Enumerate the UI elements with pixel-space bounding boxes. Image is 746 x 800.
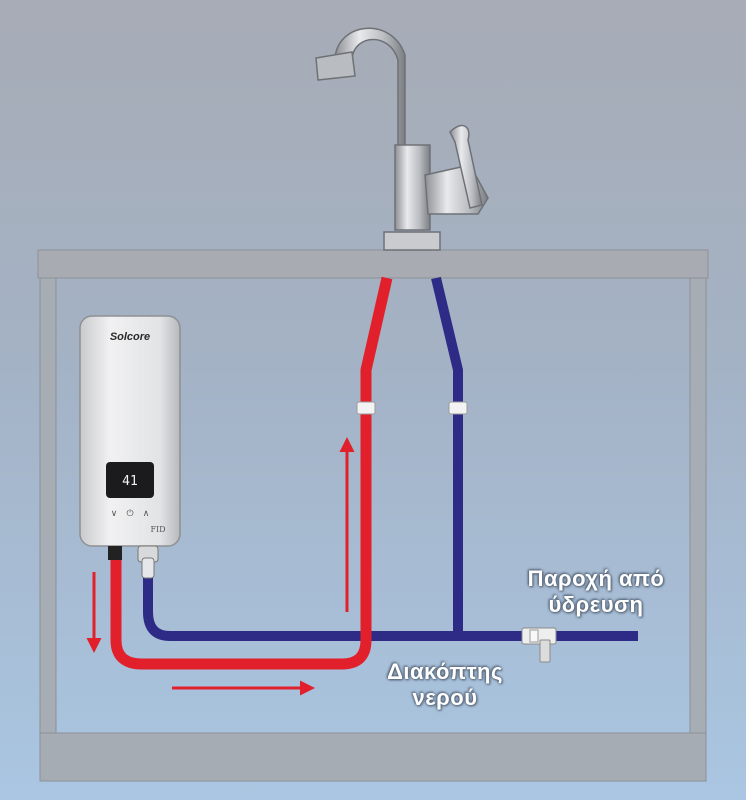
countertop xyxy=(37,249,709,279)
pipe-clamp xyxy=(356,401,376,415)
faucet-icon xyxy=(315,27,489,251)
cold-water-pipe xyxy=(143,276,638,641)
heater-body xyxy=(79,315,181,547)
heater-brand: Solcore xyxy=(110,331,150,343)
heater-button-down: ∨ xyxy=(111,509,118,519)
heater-inlet-fitting xyxy=(137,545,159,579)
heater-button-power: ⏻ xyxy=(126,508,133,519)
water-supply-label: Παροχή από ύδρευση xyxy=(496,566,696,618)
water-supply-label-line2: ύδρευση xyxy=(548,592,644,617)
heater-display-reading: 41 xyxy=(122,474,138,489)
cabinet-right-wall xyxy=(689,277,707,734)
heater-model: FID xyxy=(150,525,165,534)
cabinet-left-wall xyxy=(39,277,57,734)
water-valve-icon xyxy=(521,627,557,663)
water-valve-label-line2: νερού xyxy=(412,685,478,710)
water-supply-label-line1: Παροχή από xyxy=(527,566,665,591)
heater-outlet-fitting xyxy=(108,546,122,560)
water-heater: Solcore 41 ∨ ⏻ ∧ FID xyxy=(79,315,181,579)
pipe-clamp xyxy=(448,401,468,415)
heater-display xyxy=(106,462,154,498)
water-valve-label: Διακόπτης νερού xyxy=(350,659,540,711)
hot-water-pipe xyxy=(110,276,393,670)
heater-button-up: ∧ xyxy=(143,509,150,519)
sink-cabinet xyxy=(37,249,709,782)
water-valve-label-line1: Διακόπτης xyxy=(387,659,503,684)
cabinet-bottom xyxy=(39,732,707,782)
